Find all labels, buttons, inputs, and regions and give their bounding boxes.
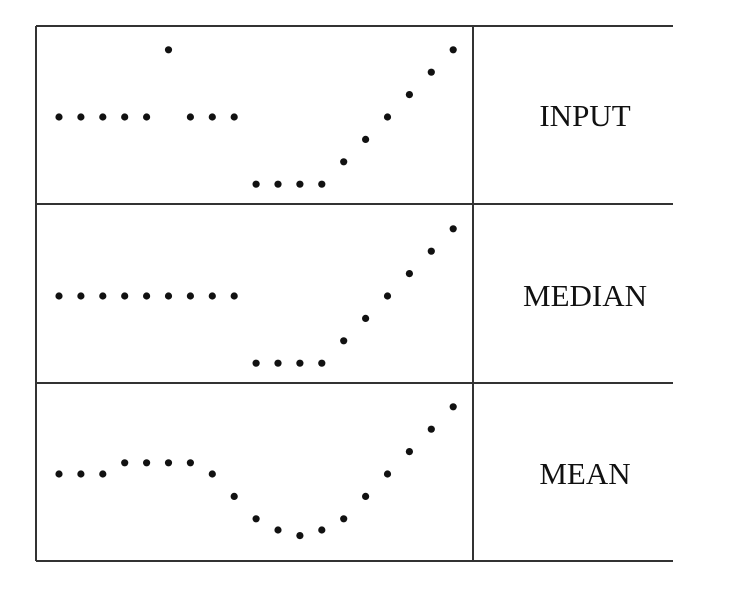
signal-dot [99,113,107,121]
signal-dot [274,526,282,534]
signal-dot [405,270,413,278]
signal-dot [99,292,107,300]
row-median: MEDIAN [55,225,647,367]
signal-dot [427,425,435,433]
signal-dot [383,292,392,300]
signal-dot [318,359,326,367]
signal-dot [121,292,129,300]
row-label-median: MEDIAN [523,278,647,313]
input-signal-dots [55,46,457,188]
signal-dot [164,46,173,54]
signal-dot [208,113,216,121]
signal-dot [186,292,194,300]
signal-dot [164,459,173,467]
signal-dot [208,470,216,478]
signal-dot [143,292,151,300]
signal-dot [449,403,457,411]
signal-dot [230,492,238,500]
signal-dot [143,113,151,121]
signal-dot [296,532,304,540]
signal-dot [405,91,413,99]
signal-dot [427,68,435,76]
signal-dot [77,292,85,300]
signal-dot [77,470,85,478]
signal-dot [208,292,216,300]
signal-dot [383,470,392,478]
signal-dot [230,113,238,121]
signal-dot [77,113,85,121]
signal-dot [449,225,457,233]
signal-dot [427,247,435,255]
signal-dot [121,113,129,121]
row-input: INPUT [55,46,631,188]
signal-dot [55,292,63,300]
signal-dot [252,180,260,188]
signal-dot [164,292,173,300]
signal-dot [296,180,304,188]
signal-dot [252,515,260,523]
signal-dot [186,113,194,121]
signal-dot [230,292,238,300]
signal-dot [340,515,348,523]
signal-dot [383,113,392,121]
signal-dot [449,46,457,54]
signal-dot [55,113,63,121]
signal-dot [362,135,370,143]
signal-dot [405,448,413,456]
median-signal-dots [55,225,457,367]
signal-dot [252,359,260,367]
row-mean: MEAN [55,403,631,540]
signal-dot [121,459,129,467]
row-label-mean: MEAN [539,456,630,491]
signal-dot [296,359,304,367]
signal-dot [362,492,370,500]
signal-dot [99,470,107,478]
mean-signal-dots [55,403,457,540]
signal-dot [143,459,151,467]
signal-dot [318,180,326,188]
signal-dot [340,337,348,345]
signal-dot [340,158,348,166]
signal-dot [55,470,63,478]
signal-dot [274,180,282,188]
signal-dot [318,526,326,534]
signal-dot [274,359,282,367]
signal-dot [186,459,194,467]
signal-dot [362,314,370,322]
row-label-input: INPUT [539,98,630,133]
